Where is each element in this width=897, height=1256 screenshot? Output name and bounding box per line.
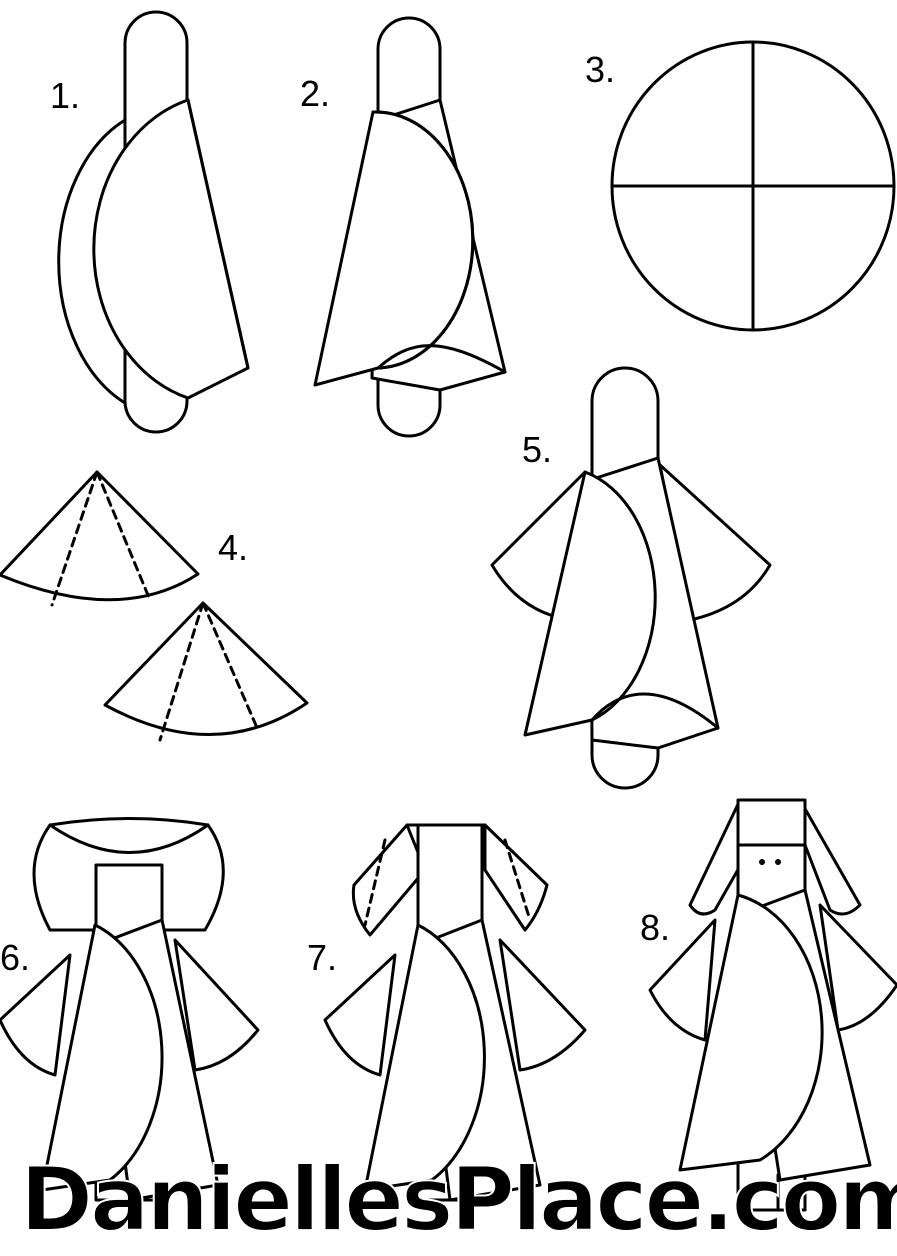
hair-left [353, 825, 425, 935]
eye-right [775, 859, 781, 865]
hair-right [800, 800, 860, 914]
step-label-6: 6. [0, 940, 30, 976]
step-label-1: 1. [50, 78, 80, 114]
eye-left [759, 859, 765, 865]
step-label-7: 7. [307, 940, 337, 976]
watermark: DaniellesPlace.com [20, 1150, 880, 1250]
step-label-5: 5. [522, 432, 552, 468]
hair-right [485, 825, 547, 930]
step-1-figure [59, 12, 248, 432]
step-6-figure [0, 819, 258, 1201]
step-3-plate [612, 42, 894, 330]
step-label-4: 4. [218, 530, 248, 566]
step-label-3: 3. [585, 52, 615, 88]
step-label-2: 2. [300, 76, 330, 112]
step-7-figure [325, 825, 585, 1200]
step-4-wings [0, 472, 307, 740]
step-label-8: 8. [640, 910, 670, 946]
wing-piece-bottom [105, 603, 307, 735]
step-2-figure [315, 18, 505, 436]
wing-piece-top [0, 472, 198, 600]
wing-right [500, 940, 585, 1070]
